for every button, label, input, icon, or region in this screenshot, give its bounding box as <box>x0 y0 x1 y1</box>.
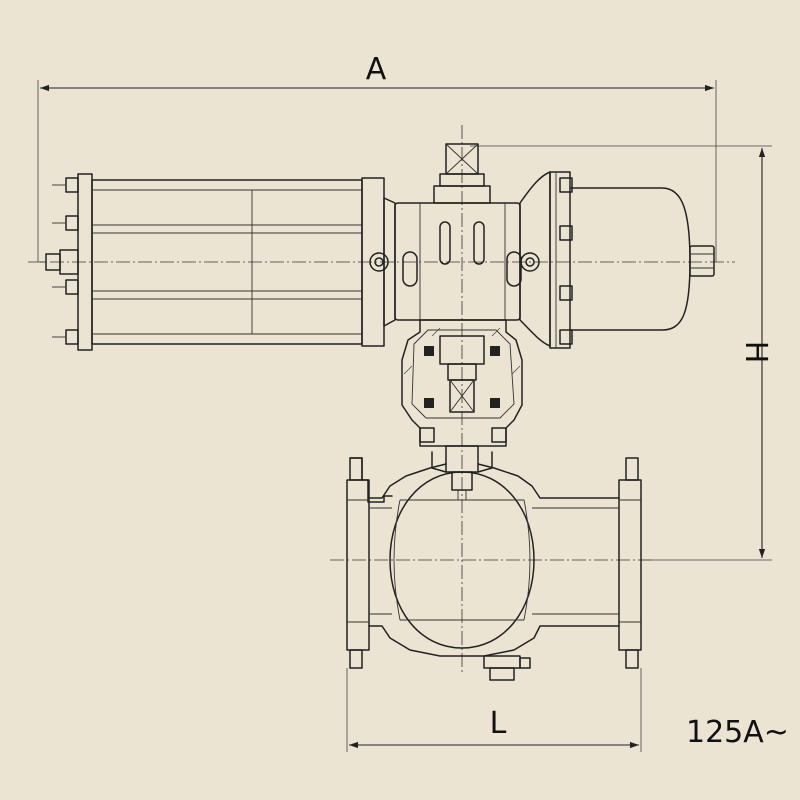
valve-body <box>346 457 642 681</box>
spring-cylinder <box>40 173 385 351</box>
size-note: 125A~ <box>686 715 789 750</box>
dimension-l: L <box>346 668 642 752</box>
dimension-h: H <box>470 145 773 561</box>
center-lines <box>28 125 735 672</box>
mounting-bracket <box>401 319 523 447</box>
dimension-label-l: L <box>490 706 507 741</box>
air-cylinder <box>549 171 715 349</box>
actuator-housing <box>369 143 551 347</box>
dimension-a: A <box>37 52 717 262</box>
dimension-label-a: A <box>366 52 387 87</box>
dimension-label-h: H <box>738 341 773 364</box>
end-plate-bolts <box>40 177 79 345</box>
